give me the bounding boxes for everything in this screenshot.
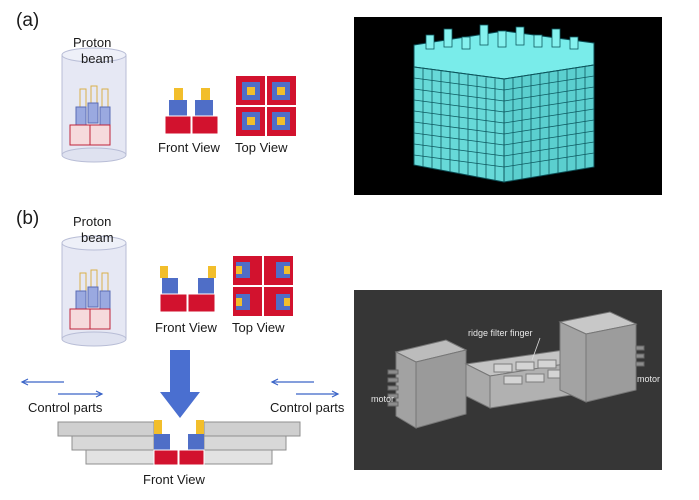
ridge-filter-voxel-render <box>354 17 662 195</box>
ridge-filter-cad-render <box>354 290 662 470</box>
control-parts-right: Control parts <box>270 400 345 415</box>
proton-beam-cylinder-a <box>61 47 127 163</box>
down-arrow <box>160 350 200 418</box>
motor-left-block <box>394 339 468 429</box>
render-label-motor-right: motor <box>637 374 661 384</box>
top-view-label-a: Top View <box>235 140 288 155</box>
front-view-diagram-b <box>159 266 216 313</box>
motor-right-block <box>558 311 638 403</box>
control-parts-left: Control parts <box>28 400 103 415</box>
render-label-finger: ridge filter finger <box>468 328 533 338</box>
stacked-control-plates <box>57 420 301 466</box>
panel-a-letter: (a) <box>16 10 40 31</box>
front-view-label-a: Front View <box>158 140 220 155</box>
front-view-label-b: Front View <box>155 320 217 335</box>
render-label-motor-left: motor <box>371 394 395 404</box>
control-arrow-right <box>270 378 340 398</box>
beam-label-a-line1: Proton <box>73 35 112 50</box>
proton-beam-cylinder-b <box>61 235 127 347</box>
beam-label-b-line1: Proton <box>73 214 112 229</box>
top-view-diagram-a <box>236 76 296 136</box>
panel-b-letter: (b) <box>16 208 40 229</box>
top-view-diagram-b <box>233 256 293 316</box>
ridge-filter-3d-a <box>69 85 111 146</box>
beam-label-a-line2: beam <box>81 51 114 66</box>
beam-label-b-line2: beam <box>81 230 114 245</box>
control-arrow-left <box>20 378 104 398</box>
top-view-label-b: Top View <box>232 320 285 335</box>
ridge-filter-3d-b <box>69 269 111 330</box>
bottom-front-view-label: Front View <box>143 472 205 487</box>
front-view-diagram-a <box>164 88 219 135</box>
